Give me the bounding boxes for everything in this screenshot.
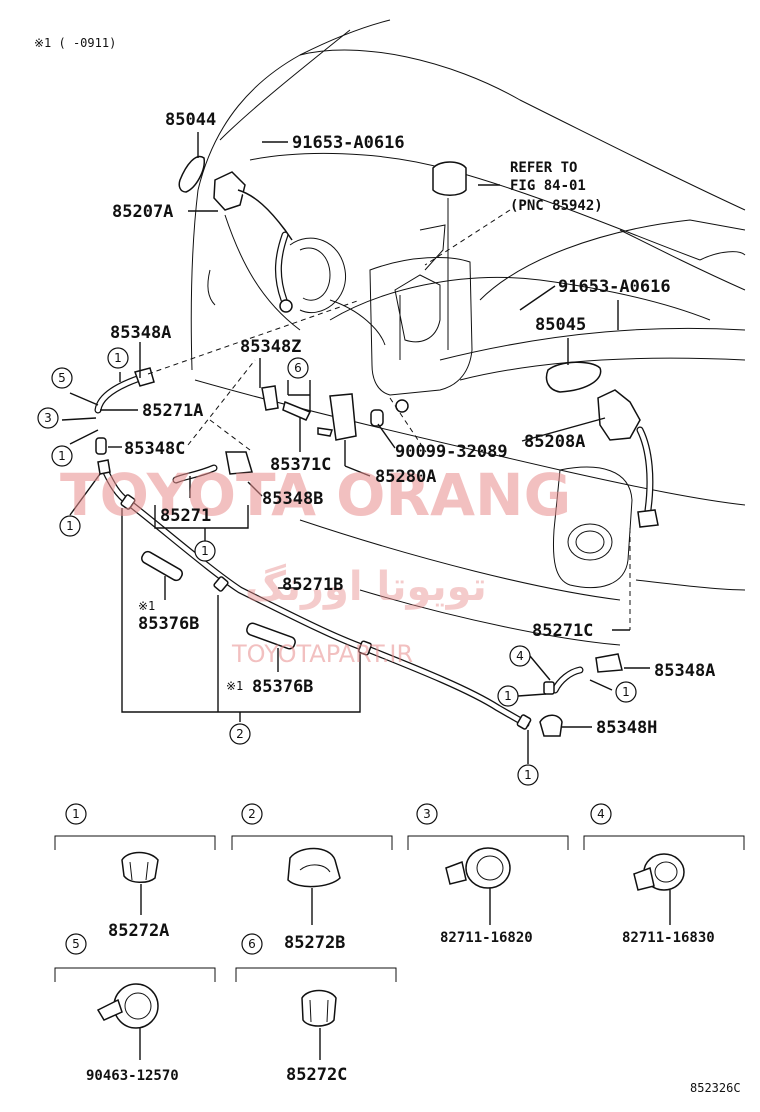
watermark-brand: TOYOTA ORANG xyxy=(60,461,571,529)
svg-text:6: 6 xyxy=(294,361,302,375)
callout-marker: 1 xyxy=(107,347,129,369)
label-91653-right: 91653-A0616 xyxy=(558,277,671,297)
callout-marker: 6 xyxy=(287,357,309,379)
svg-text:1: 1 xyxy=(66,519,74,533)
callout-marker: 4 xyxy=(509,645,531,667)
legend-part-6: 85272C xyxy=(286,1065,347,1085)
svg-text:1: 1 xyxy=(504,689,512,703)
legend-item-5: 5 90463-12570 xyxy=(54,933,216,1084)
svg-text:6: 6 xyxy=(248,937,256,951)
label-85271: 85271 xyxy=(160,506,211,526)
legend-item-1: 1 85272A xyxy=(54,803,216,941)
svg-text:5: 5 xyxy=(72,937,80,951)
svg-text:5: 5 xyxy=(58,371,66,385)
refer-line-3: (PNC 85942) xyxy=(510,198,603,214)
svg-text:2: 2 xyxy=(248,807,256,821)
svg-text:3: 3 xyxy=(44,411,52,425)
label-85044: 85044 xyxy=(165,110,216,130)
label-85207a: 85207A xyxy=(112,202,173,222)
callout-markers: 1 5 3 1 1 6 1 2 4 1 1 1 xyxy=(37,347,637,786)
svg-text:1: 1 xyxy=(622,685,630,699)
svg-text:3: 3 xyxy=(423,807,431,821)
svg-text:1: 1 xyxy=(58,449,66,463)
part-labels: 85044 91653-A0616 85207A REFER TO FIG 84… xyxy=(110,110,715,738)
label-85348c: 85348C xyxy=(124,439,185,459)
note-mark-a: ※1 xyxy=(138,599,155,613)
header-note: ※1 ( -0911) xyxy=(34,36,116,50)
refer-line-1: REFER TO xyxy=(510,160,577,176)
callout-marker: 5 xyxy=(51,367,73,389)
svg-text:4: 4 xyxy=(597,807,605,821)
watermark-persian: تویوتا اورنگ xyxy=(245,563,487,610)
label-85271b: 85271B xyxy=(282,575,343,595)
svg-text:1: 1 xyxy=(201,544,209,558)
legend-item-3: 3 82711-16820 xyxy=(407,803,569,946)
callout-marker: 1 xyxy=(497,685,519,707)
label-85280a: 85280A xyxy=(375,467,436,487)
svg-text:1: 1 xyxy=(524,768,532,782)
figure-code: 852326C xyxy=(690,1081,741,1095)
label-85376b-b: 85376B xyxy=(252,677,313,697)
legend-item-2: 2 85272B xyxy=(231,803,393,953)
label-85045: 85045 xyxy=(535,315,586,335)
label-85348a-right: 85348A xyxy=(654,661,715,681)
svg-text:2: 2 xyxy=(236,727,244,741)
label-85271a: 85271A xyxy=(142,401,203,421)
legend-item-4: 4 82711-16830 xyxy=(583,803,745,946)
refer-line-2: FIG 84-01 xyxy=(510,178,586,194)
legend-part-4: 82711-16830 xyxy=(622,930,715,946)
watermark-url: TOYOTAPART.IR xyxy=(231,640,413,668)
hose-network xyxy=(94,367,623,737)
note-mark-b: ※1 xyxy=(226,679,243,693)
legend: 1 85272A 2 85272B 3 82711-16820 xyxy=(54,803,745,1085)
nozzle-assembly-right xyxy=(597,389,659,528)
label-85371c: 85371C xyxy=(270,455,331,475)
legend-part-1: 85272A xyxy=(108,921,169,941)
label-85348b: 85348B xyxy=(262,489,323,509)
legend-part-5: 90463-12570 xyxy=(86,1068,179,1084)
washer-tank xyxy=(329,161,473,413)
callout-marker: 1 xyxy=(59,515,81,537)
legend-part-3: 82711-16820 xyxy=(440,930,533,946)
label-85348h: 85348H xyxy=(596,718,657,738)
callout-marker: 2 xyxy=(229,723,251,745)
callout-marker: 1 xyxy=(615,681,637,703)
label-85208a: 85208A xyxy=(524,432,585,452)
svg-text:4: 4 xyxy=(516,649,524,663)
legend-part-2: 85272B xyxy=(284,933,345,953)
label-90099: 90099-32089 xyxy=(395,442,508,462)
label-85271c: 85271C xyxy=(532,621,593,641)
vehicle-body-outline xyxy=(178,19,746,646)
callout-marker: 1 xyxy=(194,540,216,562)
svg-text:1: 1 xyxy=(72,807,80,821)
legend-item-6: 6 85272C xyxy=(235,933,397,1085)
label-91653-top: 91653-A0616 xyxy=(292,133,405,153)
callout-marker: 3 xyxy=(37,407,59,429)
label-85376b-a: 85376B xyxy=(138,614,199,634)
leader-lines xyxy=(61,132,650,764)
label-85348a-left: 85348A xyxy=(110,323,171,343)
callout-marker: 1 xyxy=(517,764,539,786)
svg-text:1: 1 xyxy=(114,351,122,365)
label-85348z: 85348Z xyxy=(240,337,301,357)
callout-marker: 1 xyxy=(51,445,73,467)
nozzle-assembly-left xyxy=(213,171,293,313)
